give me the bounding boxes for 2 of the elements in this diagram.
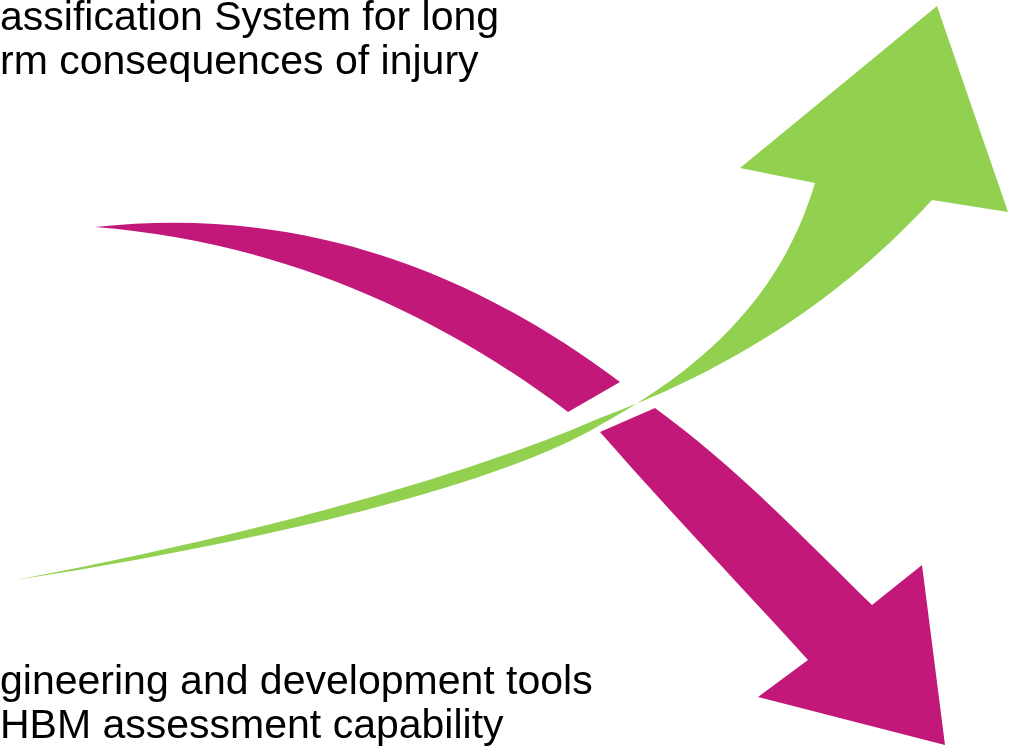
text: gineering and development tools HBM assessment capability [0, 658, 594, 746]
text: assification System for long rm consequences of injury [0, 0, 501, 82]
